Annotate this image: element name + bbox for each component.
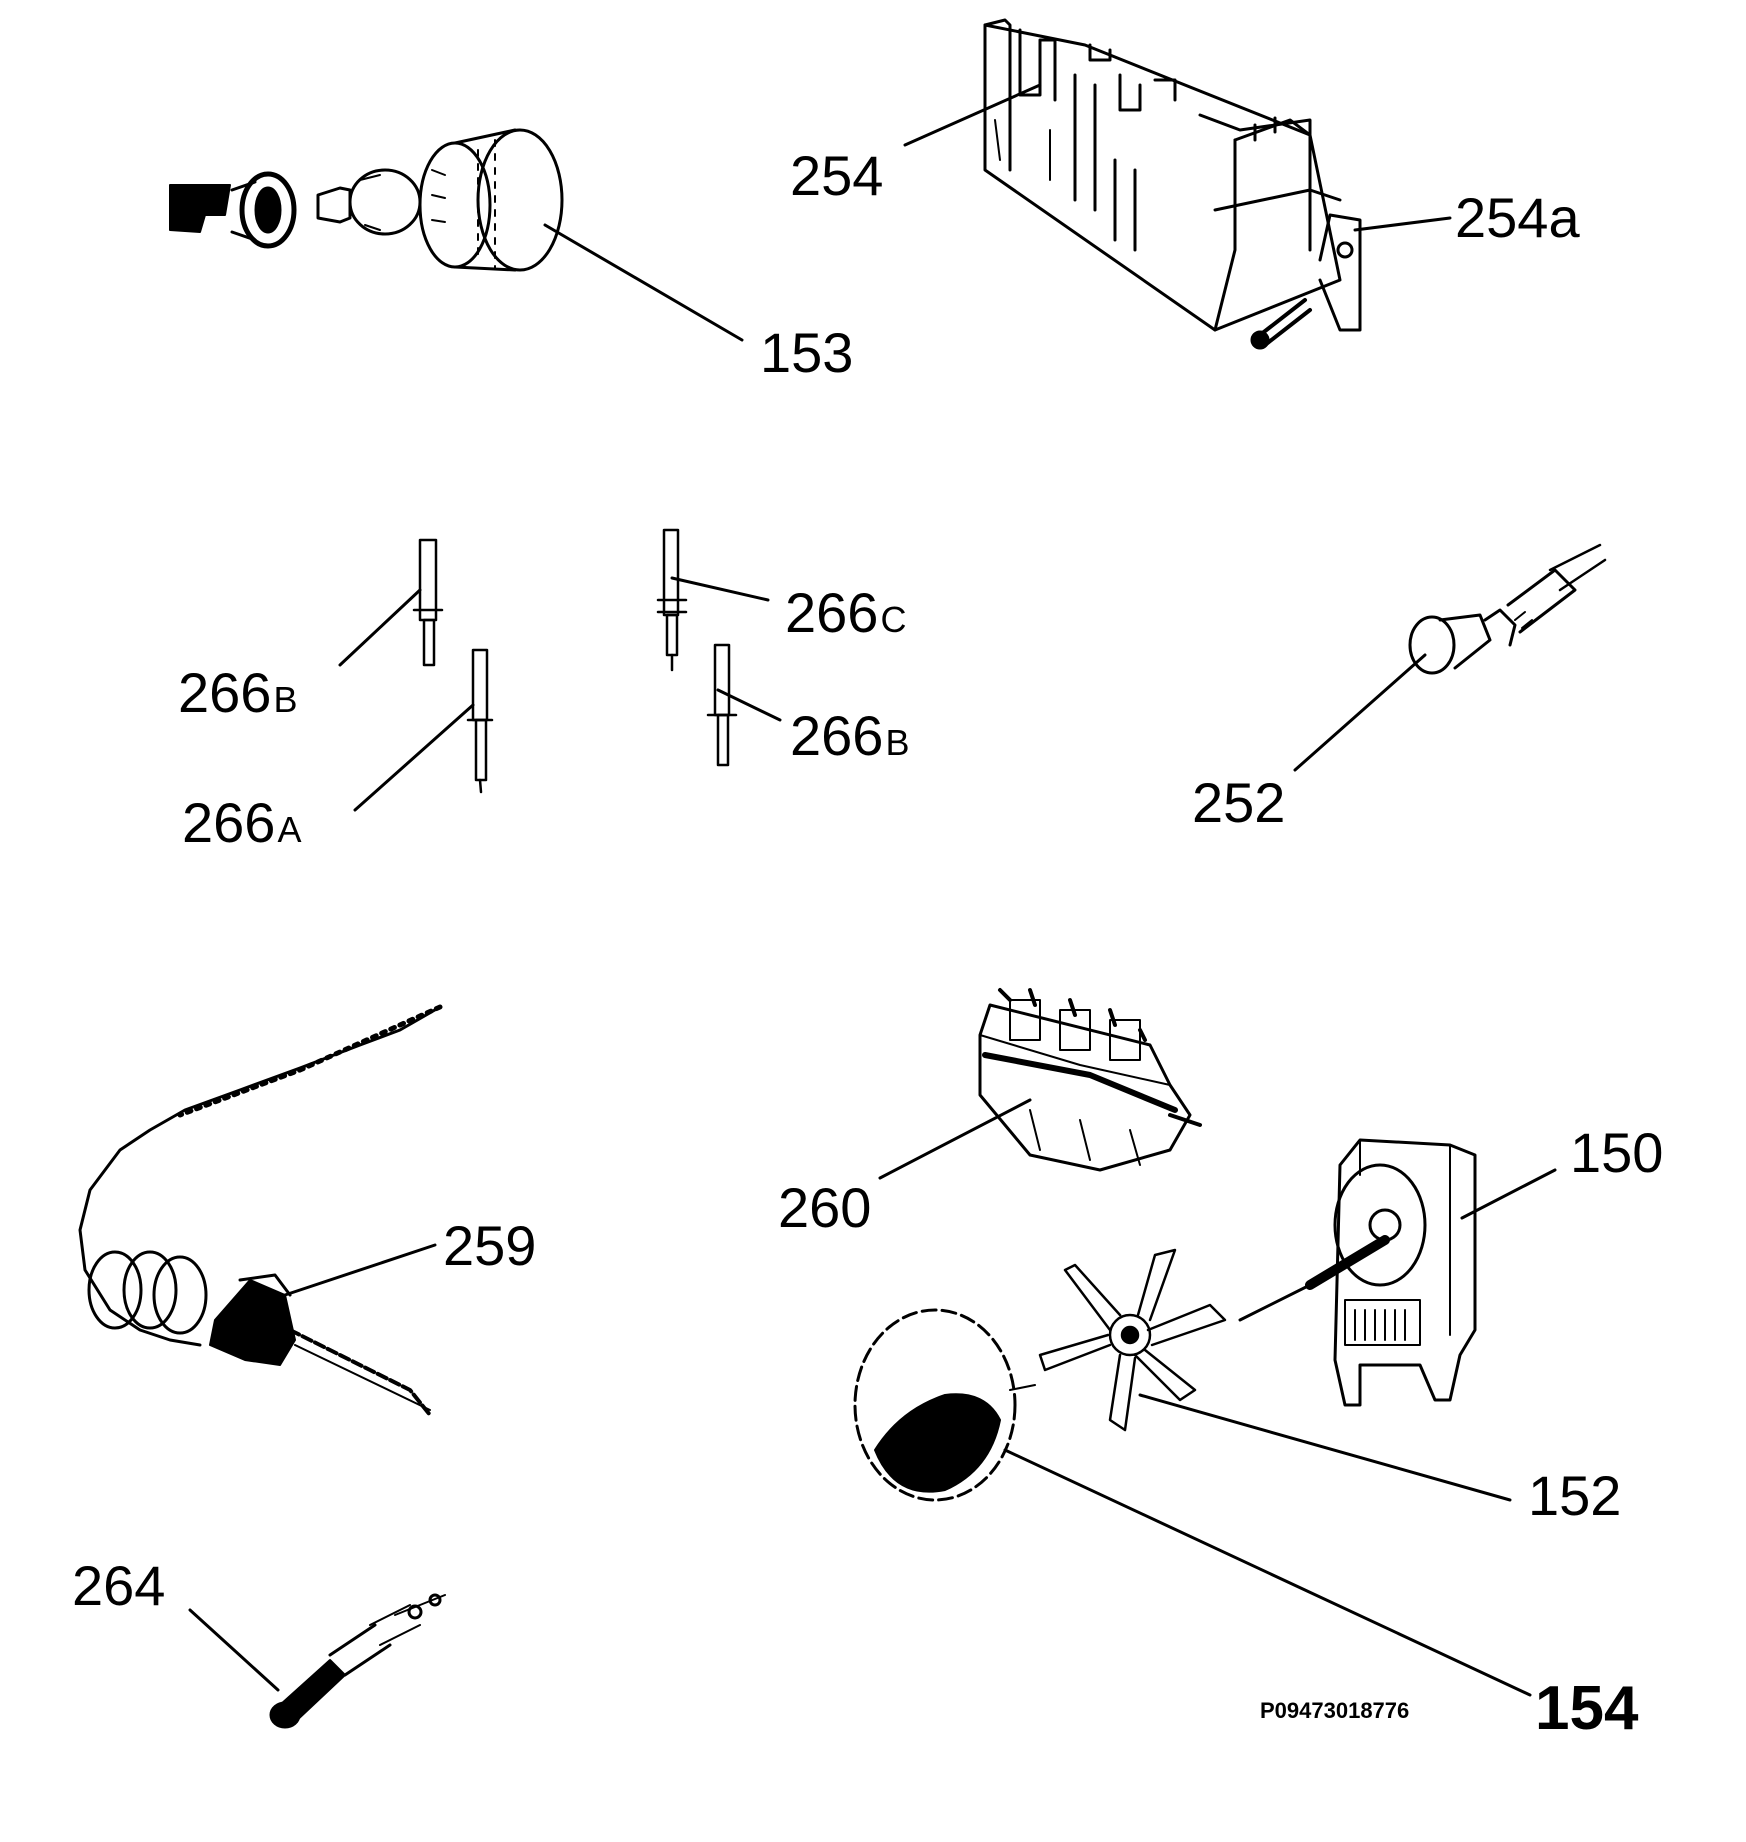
leader-line-254 [903, 83, 1042, 147]
leader-line-259 [283, 1243, 437, 1297]
thermostat-icon [78, 1004, 443, 1417]
part-label-252: 252 [1192, 771, 1286, 834]
fan-motor-icon [1238, 1138, 1477, 1407]
spark-generator-icon [983, 18, 1362, 350]
leader-line-153 [543, 223, 744, 342]
part-label-266b-right: 266B [790, 704, 910, 767]
leader-line-260 [878, 1098, 1032, 1180]
drawing-code: P09473018776 [1260, 1698, 1410, 1723]
ignition-electrode-icon [412, 528, 738, 794]
part-label-266b-left: 266B [178, 661, 298, 724]
part-label-266a: 266A [182, 791, 302, 854]
part-label-150: 150 [1570, 1121, 1664, 1184]
part-label-154: 154 [1535, 1674, 1639, 1743]
leader-line-266c [670, 576, 770, 602]
leader-line-266b-left [338, 588, 422, 667]
selector-switch-icon [978, 988, 1202, 1172]
part-label-260: 260 [778, 1176, 872, 1239]
leader-line-266a [353, 703, 475, 812]
indicator-lamp-icon [1408, 543, 1607, 675]
leader-line-266b-right [716, 688, 782, 722]
thermocouple-icon [269, 1593, 446, 1729]
part-label-254: 254 [790, 144, 884, 207]
leader-line-254a [1353, 216, 1452, 232]
part-label-152: 152 [1528, 1464, 1622, 1527]
grease-filter-icon [853, 1308, 1036, 1502]
leader-line-252 [1293, 653, 1427, 772]
leader-line-150 [1460, 1168, 1557, 1220]
part-label-259: 259 [443, 1214, 537, 1277]
oven-lamp-assembly-icon [169, 128, 564, 272]
leader-line-264 [188, 1608, 280, 1692]
part-label-153: 153 [760, 321, 854, 384]
part-label-254a: 254a [1455, 186, 1580, 249]
fan-blade-icon [1038, 1248, 1227, 1432]
leader-line-154 [1003, 1448, 1532, 1697]
part-label-264: 264 [72, 1554, 166, 1617]
leader-line-152 [1138, 1393, 1512, 1502]
part-label-266c: 266C [785, 581, 907, 644]
